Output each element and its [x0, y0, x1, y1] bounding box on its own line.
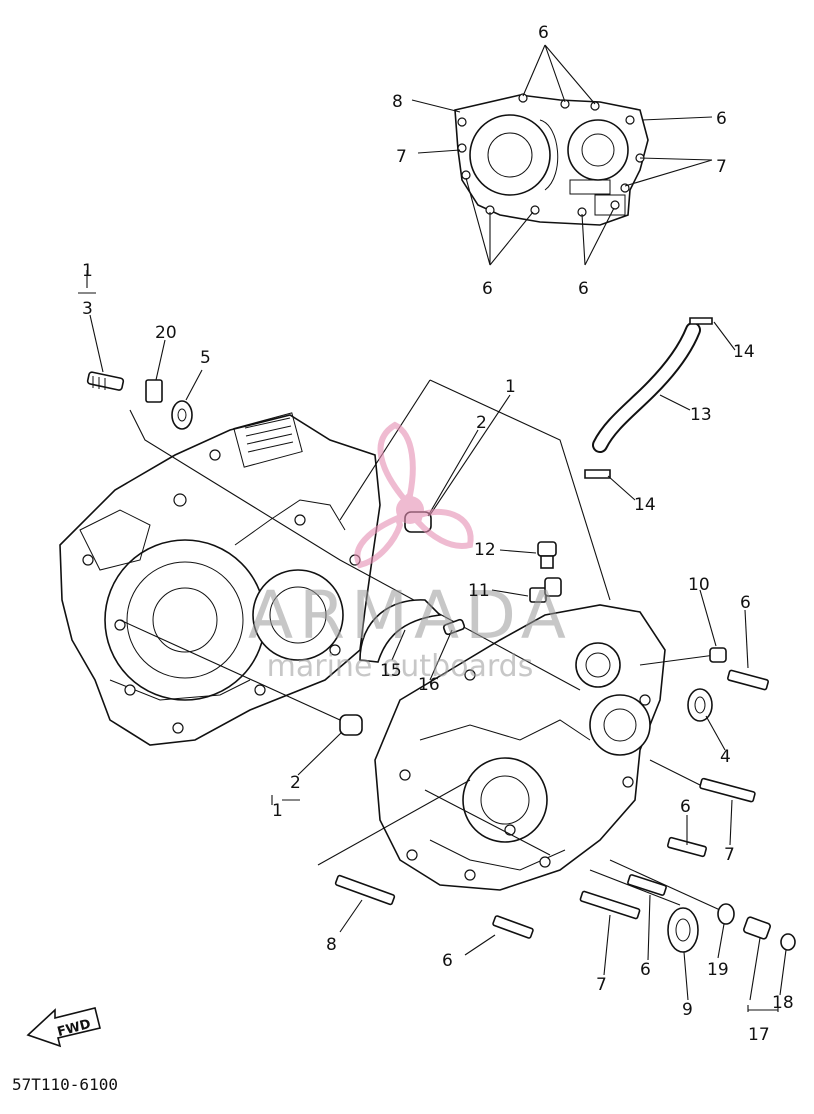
- armada-watermark-logo: [354, 421, 474, 569]
- dowel-part-2-bottom: [339, 714, 363, 736]
- bolt-part-6-right: [727, 669, 769, 691]
- watermark-brand: ARMADA: [248, 577, 572, 654]
- callout-12: 12: [474, 540, 496, 560]
- bolt-part-8: [334, 874, 396, 906]
- callout-15: 15: [380, 661, 402, 681]
- hose-part-13: [592, 322, 701, 453]
- callout-10: 10: [688, 575, 710, 595]
- right-crankcase: [374, 604, 666, 891]
- callout-11: 11: [468, 581, 490, 601]
- callout-1-mid: 1: [505, 377, 516, 397]
- part-code: 57T110-6100: [12, 1075, 118, 1094]
- bolt-part-6-bottom: [492, 915, 534, 939]
- watermark-tagline: marine outboards: [267, 649, 534, 684]
- callout-6-top-bottom-right: 6: [578, 279, 589, 299]
- plate-part-15: [359, 599, 442, 663]
- callout-8: 8: [326, 935, 337, 955]
- callout-6-right2: 6: [680, 797, 691, 817]
- crankcase-overview: [411, 44, 713, 266]
- callout-6-right: 6: [740, 593, 751, 613]
- plug-part-20: [145, 379, 163, 403]
- callout-6-bottom: 6: [442, 951, 453, 971]
- seal-part-5: [171, 400, 193, 430]
- callout-17: 17: [748, 1025, 770, 1045]
- plug-part-17: [743, 916, 771, 940]
- callout-19: 19: [707, 960, 729, 980]
- callout-7-bottom: 7: [596, 975, 607, 995]
- clip-part-10: [709, 647, 727, 663]
- bolt-part-7-bottom: [579, 890, 641, 920]
- callout-7-right: 7: [724, 845, 735, 865]
- callout-5: 5: [200, 348, 211, 368]
- bolt-part-6-right2: [667, 836, 707, 858]
- callout-2-low: 2: [290, 773, 301, 793]
- bolt-part-7-right: [699, 777, 756, 803]
- callout-14-mid: 14: [634, 495, 656, 515]
- washer-part-19: [717, 903, 735, 925]
- callout-3: 3: [82, 299, 93, 319]
- callout-6-top-bottom-left: 6: [482, 279, 493, 299]
- callout-6-top-right: 6: [716, 109, 727, 129]
- fwd-arrow-icon: [26, 1007, 101, 1048]
- callout-20: 20: [155, 323, 177, 343]
- callout-18: 18: [772, 993, 794, 1013]
- seal-part-9: [667, 907, 699, 953]
- callout-1-low: 1: [272, 801, 283, 821]
- callout-4: 4: [720, 747, 731, 767]
- callout-8-top: 8: [392, 92, 403, 112]
- callout-14-top: 14: [733, 342, 755, 362]
- callout-7-top-right: 7: [716, 157, 727, 177]
- left-crankcase: [59, 412, 381, 746]
- callout-9: 9: [682, 1000, 693, 1020]
- callout-13: 13: [690, 405, 712, 425]
- leader-lines: [78, 270, 787, 1012]
- bush-part-4: [687, 688, 713, 722]
- callout-6-top: 6: [538, 23, 549, 43]
- callout-1-top: 1: [82, 261, 93, 281]
- screw-part-16: [442, 618, 466, 636]
- clamp-part-14-mid: [584, 469, 611, 479]
- bolt-part-12: [537, 541, 557, 569]
- callout-2-mid: 2: [476, 413, 487, 433]
- fitting-part-11: [529, 577, 562, 603]
- clamp-part-14-top: [689, 317, 713, 325]
- callout-7-top-left: 7: [396, 147, 407, 167]
- callout-6-bottom2: 6: [640, 960, 651, 980]
- callout-numbers: 6 8 6 7 7 6 6 1 3 20 5 1 2 14 13 14 12 1…: [82, 23, 794, 1045]
- washer-part-18: [780, 933, 796, 951]
- bolt-part-6-bottom2: [627, 874, 667, 896]
- callout-16: 16: [418, 675, 440, 695]
- stud-part-3: [86, 371, 125, 391]
